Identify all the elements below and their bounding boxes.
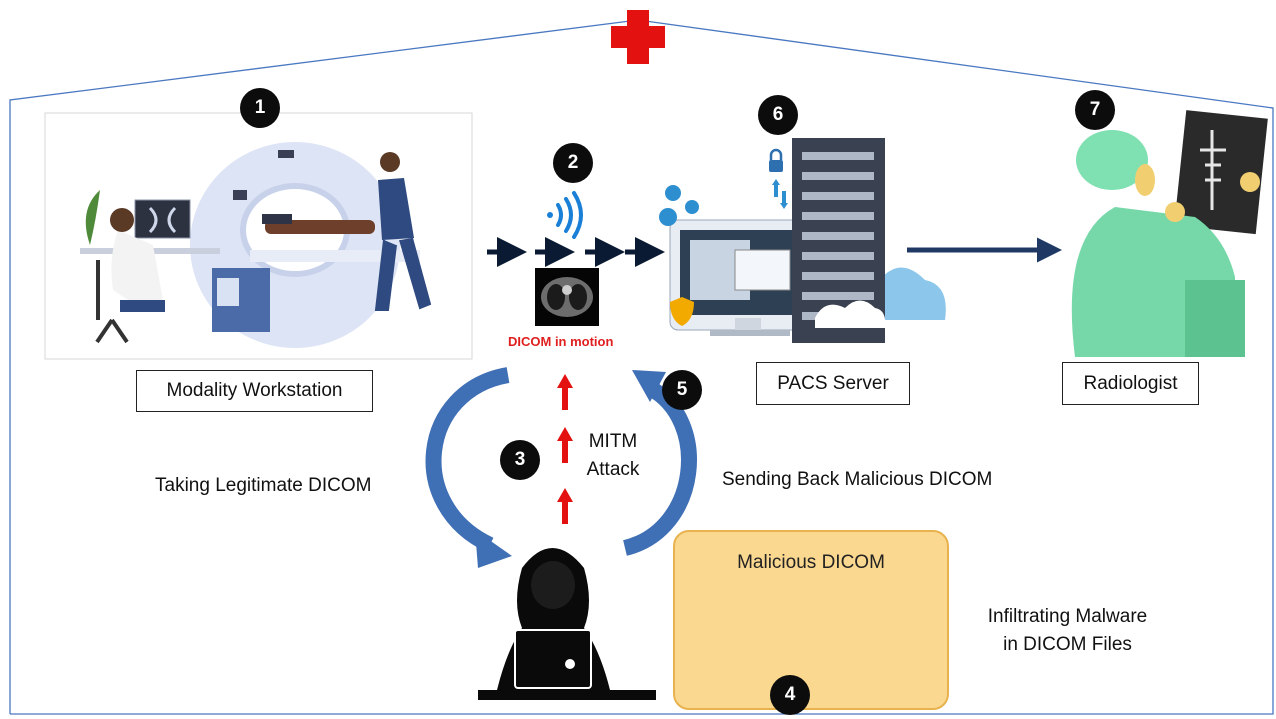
pacs-server-label: PACS Server [756,362,910,405]
wireless-signal-icon [547,191,583,239]
step-4-badge: 4 [770,675,810,715]
radiologist-label: Radiologist [1062,362,1199,405]
shield-icon [670,297,694,326]
infiltrating-line1: Infiltrating Malware [987,606,1148,627]
infiltrating-malware-text: Infiltrating Malware in DICOM Files [960,603,1175,659]
taking-legitimate-text: Taking Legitimate DICOM [155,475,372,496]
malicious-dicom-panel: Malicious DICOM [673,530,949,710]
gear-icon [659,185,699,226]
mitm-attack-text: MITM Attack [578,428,648,484]
step-7-badge: 7 [1075,90,1115,130]
modality-workstation-label: Modality Workstation [136,370,373,412]
blue-curved-arrow-left [425,367,512,568]
step-6-badge: 6 [758,95,798,135]
step-3-badge: 3 [500,440,540,480]
hospital-outline [9,19,1274,715]
mitm-red-arrows [557,374,573,524]
lock-icon [769,148,783,172]
transfer-arrows-icon [772,179,788,209]
red-cross-icon [611,10,665,64]
dicom-in-motion-text: DICOM in motion [508,334,614,349]
sending-back-text: Sending Back Malicious DICOM [722,469,993,490]
step-1-badge: 1 [240,88,280,128]
dicom-ct-image [535,268,599,326]
step-2-badge: 2 [553,143,593,183]
mitm-line1: MITM [588,431,638,452]
mitm-line2: Attack [586,459,640,480]
radiologist-illustration [1071,110,1268,357]
malicious-dicom-title: Malicious DICOM [737,552,885,573]
modality-workstation-illustration [44,112,473,360]
pacs-server-illustration [669,138,946,343]
step-5-badge: 5 [662,370,702,410]
infiltrating-line2: in DICOM Files [1003,634,1132,655]
hacker-icon [478,548,656,700]
